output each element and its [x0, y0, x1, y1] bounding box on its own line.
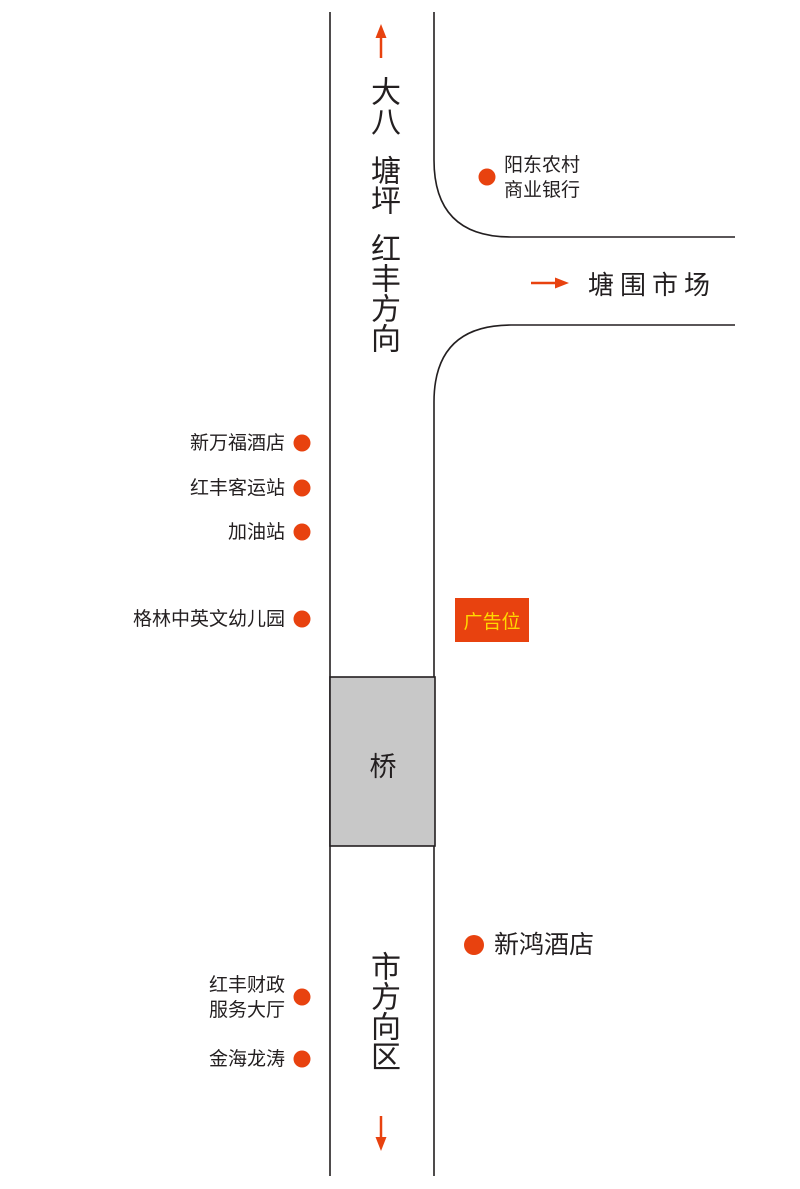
- marker-gas-station: [293, 523, 311, 541]
- marker-hongfeng-finance: [293, 988, 311, 1006]
- poi-gelin-kindergarten: 格林中英文幼儿园: [132, 608, 285, 630]
- poi-yangdong-bank-line1: 阳东农村: [504, 154, 581, 176]
- poi-hongfeng-finance-line1: 红丰财政: [208, 974, 285, 996]
- marker-gelin-kindergarten: [293, 610, 311, 628]
- main-road-east-edge-north: [433, 12, 735, 238]
- north-arrow-icon: [375, 24, 387, 58]
- south-arrow-icon: [375, 1116, 387, 1151]
- poi-xinhong-hotel: 新鸿酒店: [494, 930, 595, 959]
- north-direction-label-2: 塘坪: [365, 155, 400, 215]
- poi-gas-station: 加油站: [227, 521, 285, 543]
- marker-xinhong-hotel: [464, 935, 484, 955]
- ad-space: 广告位: [455, 598, 529, 642]
- east-arrow-icon: [531, 277, 569, 289]
- north-direction-label-1: 大八: [365, 76, 400, 136]
- north-direction-label-3: 红丰方向: [365, 233, 400, 353]
- ad-space-label: 广告位: [463, 610, 521, 633]
- bridge-label: 桥: [369, 752, 397, 783]
- marker-yangdong-bank: [478, 168, 496, 186]
- poi-hongfeng-finance-line2: 服务大厅: [208, 999, 285, 1021]
- bridge-block: [329, 676, 436, 847]
- marker-xinwanfu-hotel: [293, 434, 311, 452]
- marker-hongfeng-bus-station: [293, 479, 311, 497]
- marker-jinhai-longtao: [293, 1050, 311, 1068]
- poi-xinwanfu-hotel: 新万福酒店: [189, 432, 285, 454]
- poi-hongfeng-bus-station: 红丰客运站: [189, 477, 285, 499]
- east-direction-label: 塘围市场: [588, 271, 717, 301]
- poi-jinhai-longtao: 金海龙涛: [208, 1048, 285, 1070]
- poi-yangdong-bank-line2: 商业银行: [504, 179, 581, 201]
- south-direction-label: 市方向区: [365, 951, 400, 1071]
- main-road-east-edge-south: [433, 324, 735, 1176]
